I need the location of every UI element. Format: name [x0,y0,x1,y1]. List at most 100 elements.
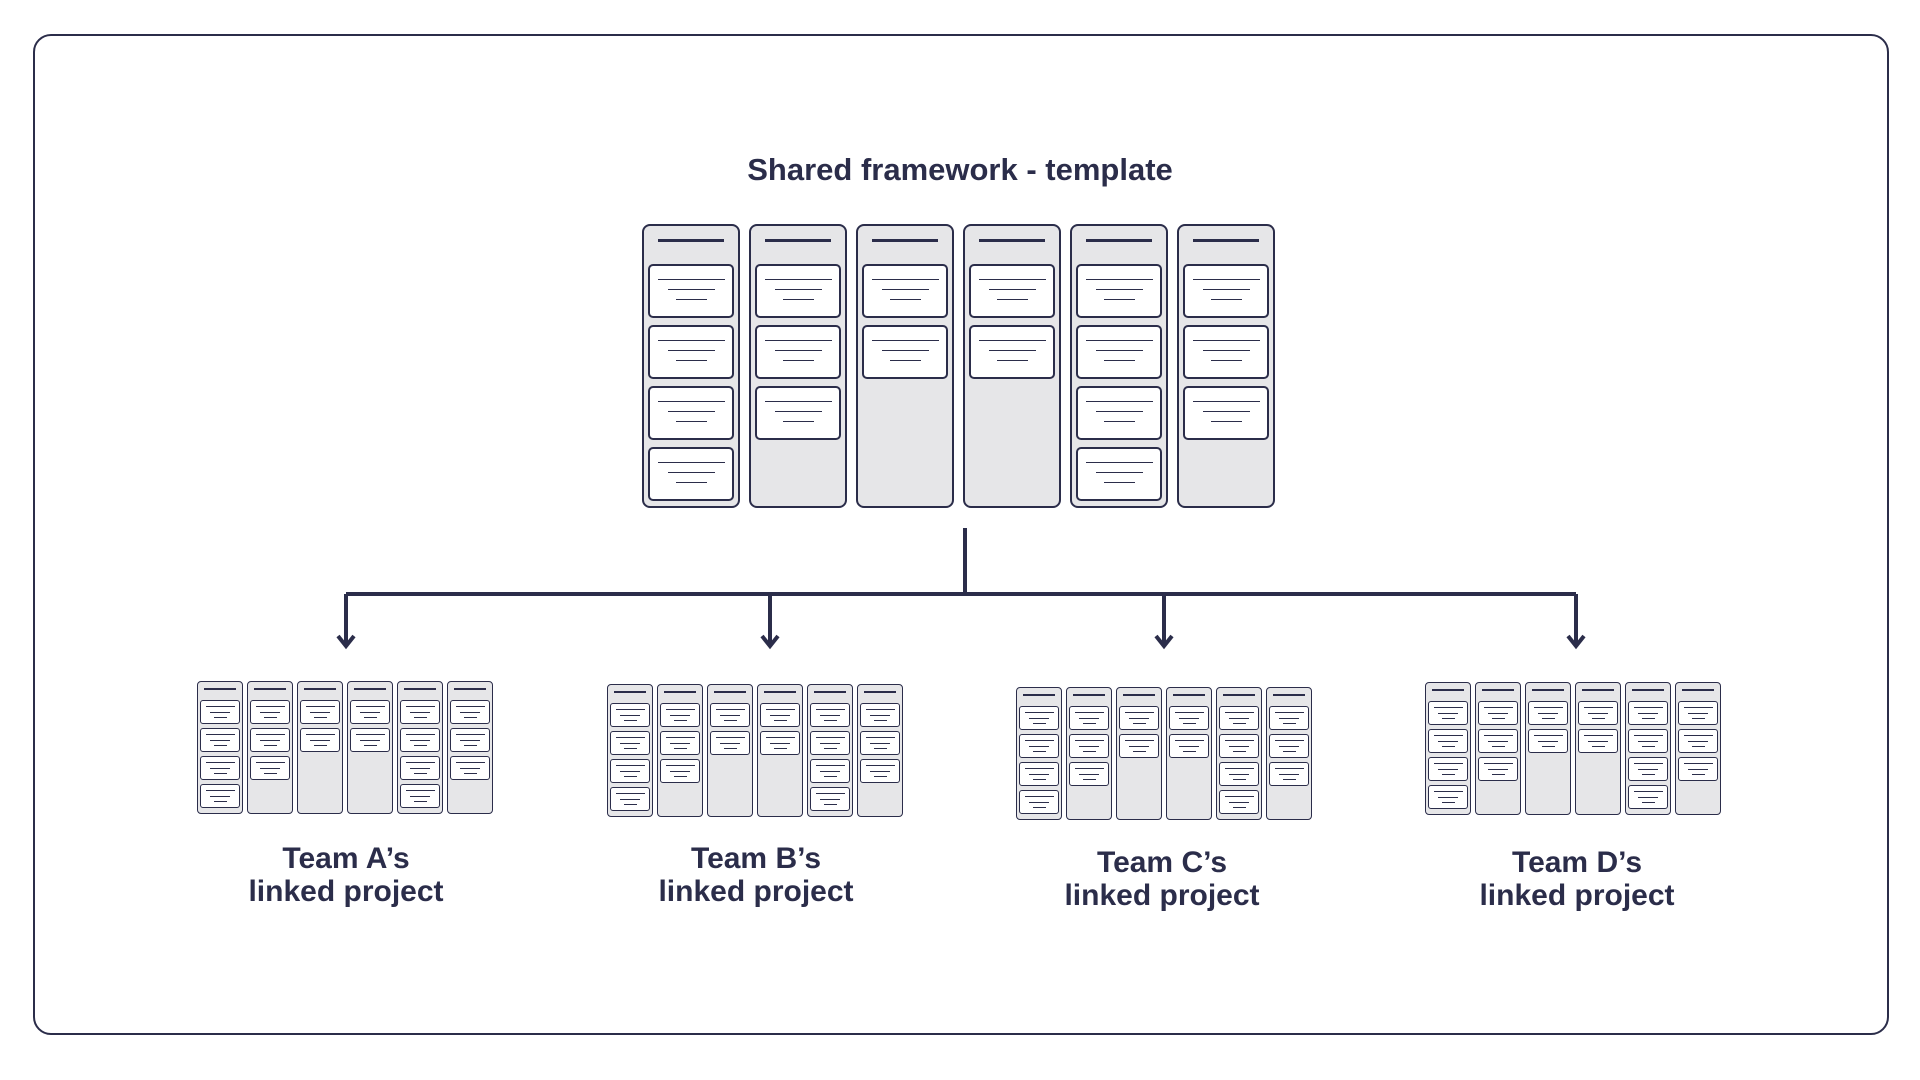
card-text-line [1642,802,1655,803]
card-text-line [1642,746,1655,747]
card-text-line [1179,746,1199,747]
column-header [1482,689,1514,691]
card-text-line [770,743,790,744]
card-text-line [1434,707,1463,708]
column-card [1119,706,1159,730]
card-text-line [775,289,822,290]
card-text-line [1033,779,1046,780]
card-text-line [1193,279,1260,280]
board-column [1675,682,1721,815]
card-text-line [1233,779,1246,780]
card-text-line [1086,462,1153,463]
card-text-line [1275,712,1304,713]
card-text-line [1083,779,1096,780]
column-header [1532,689,1564,691]
column-card [610,787,650,811]
card-text-line [620,771,640,772]
column-card [1076,447,1162,501]
card-text-line [1492,746,1505,747]
card-text-line [774,720,787,721]
column-card [1578,701,1618,725]
card-text-line [360,740,380,741]
board-column [707,684,753,817]
card-text-line [666,765,695,766]
board-column [1266,687,1312,820]
column-card [1628,757,1668,781]
card-text-line [716,709,745,710]
column-card [1119,734,1159,758]
card-text-line [724,720,737,721]
column-card [1269,706,1309,730]
team-a-label: Team A’s linked project [186,842,506,908]
board-column [963,224,1061,508]
column-header [664,691,696,693]
column-card [1678,757,1718,781]
column-card [660,703,700,727]
arrow-to-team-b [760,594,780,650]
column-card [1219,762,1259,786]
board-column [856,224,954,508]
card-text-line [1175,740,1204,741]
column-card [1678,729,1718,753]
card-text-line [1096,350,1143,351]
card-text-line [820,799,840,800]
column-header [404,688,436,690]
card-text-line [1083,723,1096,724]
card-text-line [1075,740,1104,741]
card-text-line [1079,774,1099,775]
card-text-line [616,737,645,738]
card-text-line [1634,763,1663,764]
column-card [610,703,650,727]
team-a-caption: linked project [248,875,444,908]
card-text-line [360,712,380,713]
column-header [1682,689,1714,691]
card-text-line [456,706,485,707]
card-text-line [256,762,285,763]
card-text-line [1025,712,1054,713]
column-card [862,325,948,379]
column-card [862,264,948,318]
card-text-line [1538,713,1558,714]
card-text-line [1133,723,1146,724]
card-text-line [1203,289,1250,290]
card-text-line [1233,807,1246,808]
column-header [1086,239,1152,242]
card-text-line [1104,482,1135,483]
column-header [864,691,896,693]
card-text-line [870,771,890,772]
card-text-line [260,768,280,769]
column-header [614,691,646,693]
column-card [350,728,390,752]
column-card [1169,734,1209,758]
column-card [810,759,850,783]
card-text-line [820,771,840,772]
card-text-line [406,734,435,735]
card-text-line [1229,774,1249,775]
card-text-line [770,715,790,716]
card-text-line [364,745,377,746]
card-text-line [1438,769,1458,770]
card-text-line [1642,718,1655,719]
column-card [450,700,490,724]
board-column [347,681,393,814]
card-text-line [310,712,330,713]
column-card [610,731,650,755]
card-text-line [364,717,377,718]
column-card [810,787,850,811]
card-text-line [870,715,890,716]
column-card [648,325,734,379]
board-column [1525,682,1571,815]
column-card [1019,790,1059,814]
card-text-line [314,717,327,718]
card-text-line [410,740,430,741]
card-text-line [720,743,740,744]
card-text-line [456,762,485,763]
column-card [755,325,841,379]
card-text-line [1096,472,1143,473]
card-text-line [1179,718,1199,719]
column-card [200,700,240,724]
card-text-line [775,350,822,351]
card-text-line [674,776,687,777]
card-text-line [1183,751,1196,752]
card-text-line [1203,350,1250,351]
